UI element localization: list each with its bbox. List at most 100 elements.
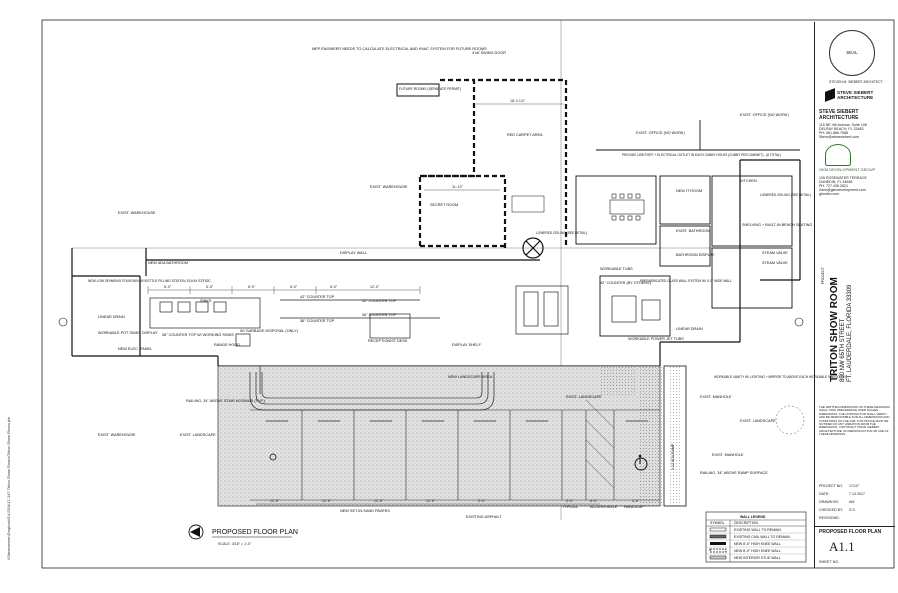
dim-text: 12'-0" [322,499,332,503]
dim-text: 6'-0" [290,285,298,289]
new-ada-bathroom-label: NEW ADA BATHROOM [148,261,188,265]
handicap-label: HANDICAP [624,505,644,509]
exist-manhole-label-1: EXIST. MANHOLE [700,395,732,399]
railing-stair-label: RAILING, 34" ABOVE STAIR NOSINGS (TYP.) [186,399,266,403]
range-hood-label: RANGE HOOD [214,343,240,347]
future-rooms-box [396,83,440,97]
legend-title: WALL LEGEND [740,515,766,519]
dim-text: 6'-0" [164,285,172,289]
access-aisle-hatch [585,399,615,489]
exist-manhole-label-2: EXIST. MANHOLE [712,453,744,457]
sinks-label: SINKS [200,299,212,303]
project-label: PROJECT [821,267,825,284]
exist-warehouse-label-3: EXIST. WAREHOUSE [98,433,136,437]
exist-bathroom-label: EXIST. BATHROOM [676,229,710,233]
counter-42-others-label: 42" COUNTER (BY OTHERS) [600,281,652,285]
receptionist-desk-label: RECEPTIONIST DESK [368,339,408,343]
manhole-symbol [269,453,277,461]
legend-header-description: DESCRIPTION [734,521,758,525]
dim-text: 12'-0" [374,499,384,503]
file-path: \\Steveserver\Dropbox\S4-SSA\17-147 Trit… [6,416,11,560]
red-carpet-label: RED CARPET AREA [507,133,543,137]
new-elec-panel-label: NEW ELEC. PANEL [118,347,152,351]
project-address-2: FT. LAUDERDALE, FLORIDA 33309 [847,284,853,382]
ramp-texture [668,366,682,506]
client-logo-text: GKM DEVELOPMENT GROUP [819,167,876,172]
swing-door-label: 4'x8' SWING DOOR [472,51,506,55]
shelving-label: SHELVING + BUILT-IN BENCH SEATING [742,223,812,227]
legend-row: NEW INTERIOR STUD WALL [734,556,781,560]
dim-text: 18'-4 1/2" [510,99,526,103]
dim-text: 5'-0" [566,499,574,503]
kitchen-label: KITCHEN [740,179,757,183]
legend-texts: WALL LEGEND SYMBOL DESCRIPTION EXISTING … [710,515,790,560]
usb-note: PROVIDE USB PORT + ELECTRICAL OUTLET IN … [622,153,781,157]
legend-header-symbol: SYMBOL [710,521,725,525]
checked-by-value: S.S. [849,508,856,512]
project-block: PROJECT [821,267,825,284]
garbage-disposal-label: W/ GARBAGE DISPOSAL (ONLY) [240,329,299,333]
project-name-block: TRITON SHOW ROOM 800 NW 65TH STREET FT. … [829,277,854,382]
access-aisle-label: ACCESS AISLE [590,505,618,509]
grid-markers [58,317,804,327]
dim-text: 5'-0" [478,499,486,503]
drinking-fountain-note: NEW LOW DRINKING FOUNTAIN W/ BOTTLE FILL… [88,279,211,283]
dim-text: 8'-0" [590,499,598,503]
dim-text: 6'-0" [206,285,214,289]
interior-fixtures [149,285,661,347]
secret-room-label: SECRET ROOM [430,203,458,207]
counter-36-label-1: 36" COUNTER TOP [300,319,335,323]
exist-warehouse-label-1: EXIST. WAREHOUSE [370,185,408,189]
legend-row: NEW 8'-0" HIGH KNEE WALL [734,542,781,546]
vanity-note: WORKABLE VANITY W/ LIGHTING + MIRROR TO … [714,375,846,379]
checked-by-label: CHECKED BY: [819,508,844,512]
dim-text: 6'-0" [248,285,256,289]
counter-36-label-2: 36" COUNTER TOP [362,313,397,317]
sheet-divider [815,526,895,527]
bathroom-display-label: BATHROOM DISPLAY [676,253,715,257]
architect-name: STEVEN M. SIEBERT ARCHITECT [829,80,883,84]
exist-landscape-label-3: EXIST. LANDSCAPE [740,419,776,423]
firm-name: STEVE SIEBERT ARCHITECTURE [819,109,859,121]
project-no-label: PROJECT NO. [819,484,844,488]
sheet-title: PROPOSED FLOOR PLAN [819,529,882,535]
column-symbol [522,237,544,259]
legend-row: EXISTING WALL TO REMAIN [734,528,781,532]
dim-text: 3'-0" [632,499,640,503]
project-name: TRITON SHOW ROOM [829,277,840,382]
workable-tubs-label: WORKABLE TUBS [600,267,633,271]
manhole-landscape-symbol [775,405,805,435]
counter-42-label-1: 42" COUNTER TOP [300,295,335,299]
firm-logo-text: STEVE SIEBERT ARCHITECTURE [837,90,874,100]
display-wall-label: DISPLAY WALL [340,251,367,255]
client-address-line: 126 ROSEWATER TERRACE [819,176,867,180]
drawing-scale: SCALE: 3/16" = 1'-0" [218,542,252,546]
legend-row: NEW 8'-0" HIGH KNEE WALL [734,549,781,553]
counter-42-label-2: 42" COUNTER TOP [362,299,397,303]
firm-address-line: PH: 561.866.7588 [819,131,848,135]
typical-label: TYPICAL [562,505,578,509]
revisions-label: REVISIONS: [819,516,840,520]
project-no-value: 17147 [849,484,859,488]
dim-text: 12'-0" [370,285,380,289]
wall-legend [705,511,807,563]
wheel-stops [266,420,648,422]
mep-note: MEP ENGINEER NEEDS TO CALCULATE ELECTRIC… [312,47,487,51]
paver-texture [218,366,660,506]
lowered-ceiling-label-2: LOWERED CEILING (SEE DETAIL) [760,193,811,197]
exist-office-label-1: EXIST. OFFICE (NO WORK) [740,113,789,117]
linear-drain-label-1: LINEAR DRAIN [98,315,125,319]
firm-address-line: Steve@stevesiebert.com [819,135,860,139]
dim-text: 6'-0" [330,285,338,289]
firm-logo-icon [825,88,835,102]
title-block: SEAL STEVEN M. SIEBERT ARCHITECT STEVE S… [814,22,895,568]
handicap-symbol [634,454,648,471]
workable-pot-label: WORKABLE POT SINKS DISPLAY [98,331,158,335]
drawing-title: PROPOSED FLOOR PLAN [212,529,298,536]
client-address-line: DUNEDIN, FL 34698 [819,180,853,184]
workable-tub-label: WORKABLE POWER JET TUBS [628,337,684,341]
new-it-room-label: NEW IT ROOM [676,189,702,193]
client-address-line: gkmdev.com [819,192,840,196]
landscape-strip [640,366,662,506]
